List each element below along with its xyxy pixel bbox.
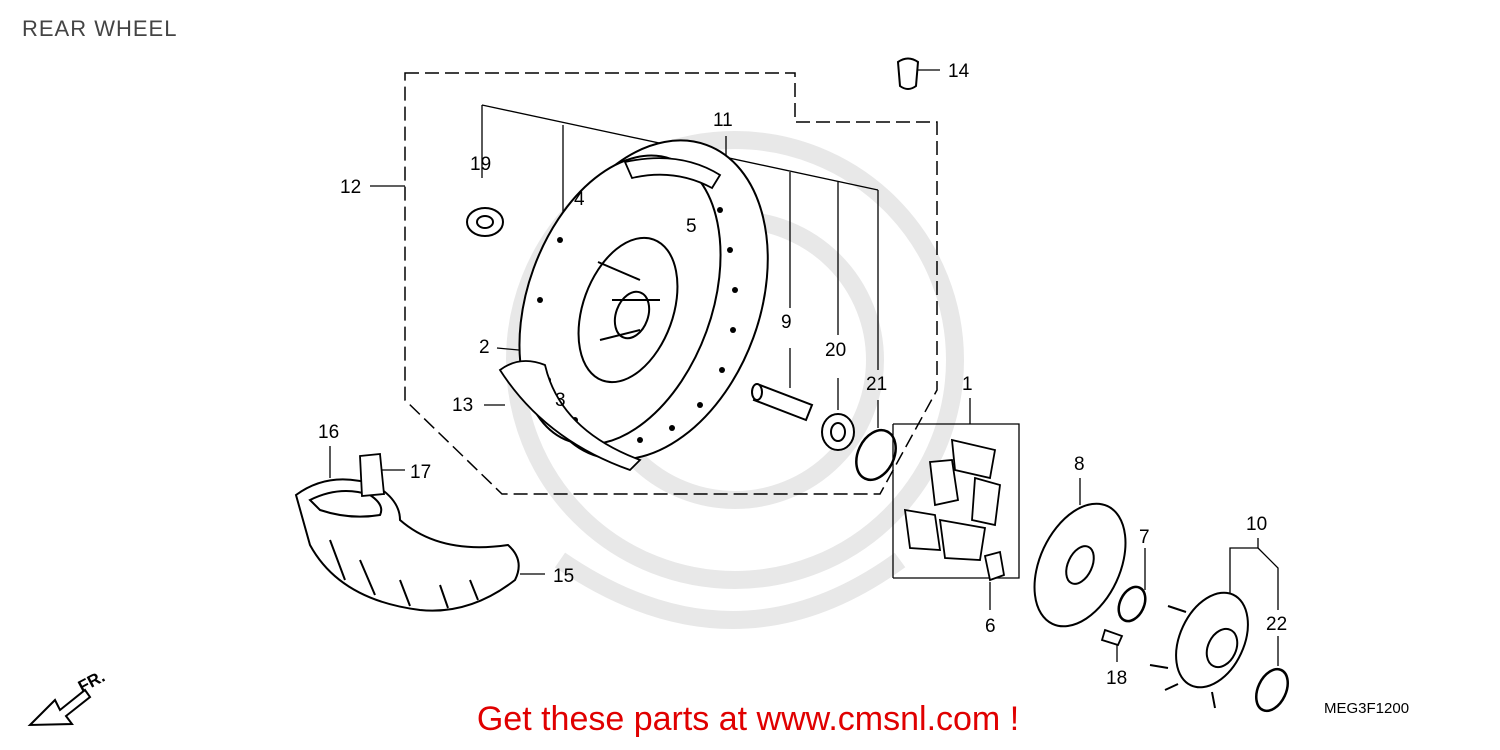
callout-21: 21 <box>866 374 887 395</box>
rim-tape-17 <box>359 453 385 497</box>
promo-link-text[interactable]: Get these parts at www.cmsnl.com ! <box>476 700 1020 738</box>
front-direction-arrow <box>27 688 92 727</box>
callout-19: 19 <box>470 154 491 175</box>
callout-11: 11 <box>713 110 733 131</box>
o-ring-21 <box>855 428 897 482</box>
callout-3: 3 <box>555 390 566 411</box>
valve-cap-14 <box>896 57 920 90</box>
rim-band-lower <box>498 360 642 472</box>
callout-12: 12 <box>340 177 361 198</box>
callout-17: 17 <box>410 462 431 483</box>
callout-2: 2 <box>479 337 490 358</box>
callout-10: 10 <box>1246 514 1267 535</box>
wheel-rim <box>518 139 769 461</box>
callout-8: 8 <box>1074 454 1085 475</box>
damper-set-1 <box>903 438 1001 561</box>
collar-6 <box>983 550 1006 582</box>
collar-9 <box>751 383 814 422</box>
bearing-20 <box>821 413 855 451</box>
page-title: REAR WHEEL <box>22 16 178 41</box>
tire-15 <box>294 478 520 612</box>
callout-20: 20 <box>825 340 846 361</box>
callout-13: 13 <box>452 395 473 416</box>
callout-15: 15 <box>553 566 574 587</box>
callout-22: 22 <box>1266 614 1287 635</box>
hub-flange-10 <box>1149 591 1249 709</box>
washer-7 <box>1117 585 1147 623</box>
callout-14: 14 <box>948 61 970 82</box>
rim-band-upper <box>623 157 722 190</box>
callout-5: 5 <box>686 216 697 237</box>
driven-flange-8 <box>1033 502 1127 628</box>
o-ring-22 <box>1255 667 1289 713</box>
callout-labels: 1 2 3 4 5 6 7 8 9 10 11 12 13 14 15 16 1… <box>318 61 1287 689</box>
diagram-code: MEG3F1200 <box>1324 700 1410 717</box>
bolt-18 <box>1100 628 1124 647</box>
wheel-assembly-outline <box>404 72 938 495</box>
callout-9: 9 <box>781 312 792 333</box>
callout-18: 18 <box>1106 668 1127 689</box>
callout-1: 1 <box>962 374 973 395</box>
bearing-19 <box>466 207 504 237</box>
callout-6: 6 <box>985 616 996 637</box>
callout-7: 7 <box>1139 527 1150 548</box>
callout-16: 16 <box>318 422 339 443</box>
callout-4: 4 <box>574 189 585 210</box>
